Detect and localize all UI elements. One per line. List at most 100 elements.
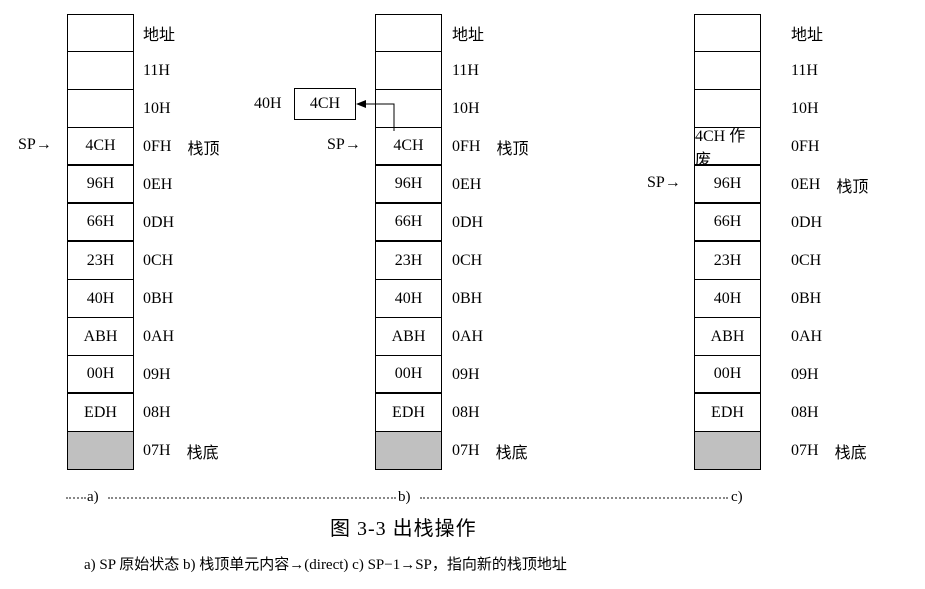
memory-cell [375,432,442,470]
address-text: 地址 [791,27,824,44]
memory-cell [375,14,442,52]
cell-value: 40H [394,289,423,307]
cell-value: ABH [710,327,745,345]
address-label: 07H 栈底 [791,432,925,470]
sp-pointer: SP→ [327,136,361,154]
sp-pointer: SP→ [18,136,52,154]
memory-cell: 40H [375,280,442,318]
dot-leader [66,497,86,501]
address-label: 0BH [791,280,925,318]
memory-cell: 96H [375,166,442,204]
address-text: 0DH [791,214,823,231]
address-text: 08H [143,404,171,421]
address-text: 0EH [791,176,821,193]
address-label: 0FH [791,128,925,166]
address-text: 0FH [791,138,820,155]
memory-cell: 23H [67,242,134,280]
memory-cell [67,432,134,470]
memory-cell: 23H [375,242,442,280]
address-label: 11H [452,52,602,90]
memory-cell [67,90,134,128]
address-text: 0AH [452,328,484,345]
address-label: 地址 [452,14,602,52]
memory-cell [375,52,442,90]
arrow-right-icon: → [35,136,52,153]
memory-cell: 23H [694,242,761,280]
address-label: 0BH [452,280,602,318]
memory-cell: 66H [694,204,761,242]
cell-value: EDH [711,403,744,421]
address-text: 地址 [143,27,176,44]
address-text: 10H [791,100,819,117]
address-label: 08H [452,394,602,432]
address-label: 0CH [791,242,925,280]
direct-address-label: 40H [254,95,282,112]
address-label: 11H [143,52,293,90]
sp-label: SP [327,136,345,153]
address-text: 09H [143,366,171,383]
sp-label: SP [18,136,36,153]
address-label: 0CH [143,242,293,280]
address-text: 0FH [143,138,172,155]
address-text: 11H [452,62,479,79]
cell-value: 23H [713,251,742,269]
memory-cell [694,52,761,90]
cell-value: 40H [86,289,115,307]
address-text: 0CH [452,252,483,269]
address-label: 09H [452,356,602,394]
arrow-right-icon: → [344,136,361,153]
memory-cell: 40H [694,280,761,318]
address-text: 0BH [452,290,483,307]
sp-pointer: SP→ [647,174,681,192]
address-text: 0BH [143,290,174,307]
memory-cell [694,432,761,470]
stack-top-label: 栈顶 [187,141,220,158]
cell-value: 96H [86,175,115,192]
memory-cell [375,90,442,128]
cell-value: 4CH 作废 [695,128,746,169]
address-label: 0EH [143,166,293,204]
address-text: 0BH [791,290,822,307]
address-label: 08H [791,394,925,432]
address-text: 地址 [452,27,485,44]
memory-cell: 4CH [375,128,442,166]
address-text: 0EH [143,176,173,193]
memory-cell: ABH [694,318,761,356]
address-text: 10H [143,100,171,117]
cell-value: 23H [394,251,423,269]
stack-bottom-label: 栈底 [834,445,867,462]
address-text: 07H [791,442,819,459]
memory-cell: 00H [375,356,442,394]
memory-cell: ABH [375,318,442,356]
cell-value: 4CH [393,137,424,154]
address-text: 0CH [143,252,174,269]
cell-value: 00H [713,365,742,382]
cell-value: 66H [86,213,115,230]
memory-cell [694,90,761,128]
address-text: 11H [791,62,818,79]
cell-value: 66H [713,213,742,230]
transfer-arrow-head [356,100,366,108]
memory-cell: 40H [67,280,134,318]
memory-cell [694,14,761,52]
memory-cell: 66H [67,204,134,242]
address-label: 地址 [791,14,925,52]
arrow-right-icon: → [664,174,681,191]
stack-bottom-label: 栈底 [186,445,219,462]
address-label: 11H [791,52,925,90]
direct-box: 4CH [294,88,356,120]
dot-leader [420,497,728,501]
address-label: 10H [452,90,602,128]
sublabel-c: c) [731,489,743,505]
cell-value: 66H [394,213,423,230]
address-text: 0AH [143,328,175,345]
address-text: 07H [452,442,480,459]
address-text: 09H [452,366,480,383]
cell-value: 96H [394,175,423,192]
address-label: 0AH [143,318,293,356]
